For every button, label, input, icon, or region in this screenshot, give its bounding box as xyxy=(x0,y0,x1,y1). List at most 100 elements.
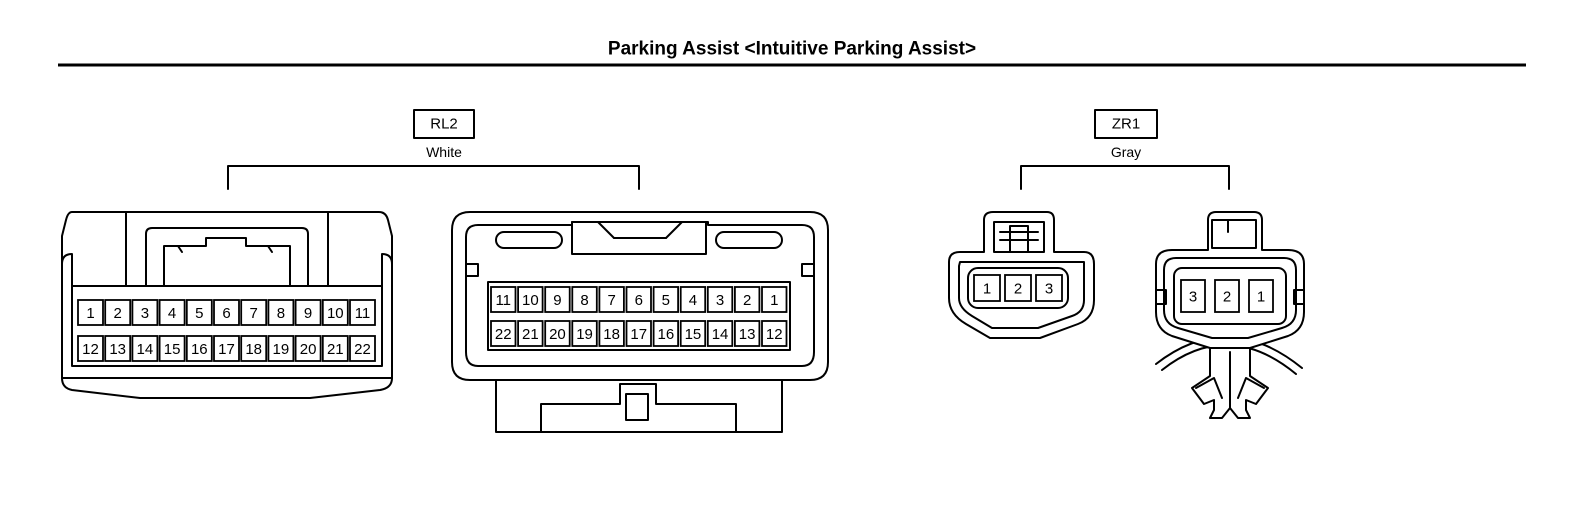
rl2-male-pin-cell xyxy=(571,286,598,313)
rl2-male-pin-cell xyxy=(734,320,761,347)
rl2-male-pin-cell xyxy=(490,320,517,347)
zr1-label-group: ZR1 Gray xyxy=(1020,109,1230,190)
rl2-female-pin-14: 14 xyxy=(131,335,159,362)
rl2-female-pin-5: 5 xyxy=(185,299,213,326)
rl2-male-pin-label: 5 xyxy=(662,292,670,309)
rl2-male-pin-17: 17 xyxy=(625,320,652,347)
rl2-female-pin-label: 9 xyxy=(304,305,312,322)
rl2-male-pin-18: 18 xyxy=(598,320,625,347)
rl2-male-pin-15: 15 xyxy=(679,320,707,347)
rl2-male-pin-label: 15 xyxy=(685,326,702,343)
rl2-female-pin-cell xyxy=(240,299,268,326)
rl2-male-pin-cell xyxy=(571,320,598,347)
rl2-female-pin-cell xyxy=(267,299,295,326)
rl2-male-pin-label: 9 xyxy=(553,292,561,309)
rl2-female-pin-label: 22 xyxy=(354,341,371,358)
rl2-female-pin-cell xyxy=(294,335,322,362)
zr1-female-pin-label: 2 xyxy=(1014,281,1022,298)
rl2-female-pin-cell xyxy=(213,335,240,362)
rl2-female-pin-cell xyxy=(349,299,376,326)
rl2-female-pin-cell xyxy=(294,299,322,326)
rl2-female-pin-cell xyxy=(158,299,186,326)
zr1-male-pin-3: 3 xyxy=(1180,279,1206,313)
rl2-female-pin-10: 10 xyxy=(321,299,349,326)
rl2-male-pin-cell xyxy=(706,320,734,347)
rl2-male-pin-cell xyxy=(652,286,679,313)
zr1-female-pin-label: 1 xyxy=(983,281,991,298)
rl2-female-pin-cell xyxy=(321,299,349,326)
page-title: Parking Assist <Intuitive Parking Assist… xyxy=(608,39,976,60)
rl2-female-pin-label: 6 xyxy=(222,305,230,322)
rl2-male-pin-label: 1 xyxy=(770,292,778,309)
rl2-female-pin-cell xyxy=(158,335,186,362)
rl2-female-pin-label: 2 xyxy=(114,305,122,322)
rl2-male-pin-11: 11 xyxy=(490,286,517,313)
rl2-male-pin-label: 14 xyxy=(712,326,729,343)
rl2-bracket xyxy=(227,165,640,190)
rl2-male-pin-cell xyxy=(679,320,707,347)
rl2-female-pin-cell xyxy=(131,299,159,326)
rl2-female-pin-3: 3 xyxy=(131,299,159,326)
rl2-male-pin-16: 16 xyxy=(652,320,679,347)
rl2-female-pin-7: 7 xyxy=(240,299,268,326)
rl2-male-pin-cell xyxy=(706,286,734,313)
zr1-female-pin-2: 2 xyxy=(1004,274,1032,302)
rl2-male-pin-label: 16 xyxy=(658,326,675,343)
zr1-bracket xyxy=(1020,165,1230,190)
rl2-male-pin-label: 6 xyxy=(635,292,643,309)
rl2-female-pin-cell xyxy=(349,335,376,362)
rl2-female-pin-4: 4 xyxy=(158,299,186,326)
rl2-male-pin-cell xyxy=(517,286,544,313)
rl2-female-pin-9: 9 xyxy=(294,299,322,326)
rl2-male-pin-label: 2 xyxy=(743,292,751,309)
rl2-male-pin-label: 10 xyxy=(522,292,539,309)
rl2-female-pin-cell xyxy=(213,299,240,326)
rl2-female-pin-18: 18 xyxy=(240,335,268,362)
zr1-male-pin-label: 2 xyxy=(1223,289,1231,306)
rl2-female-pin-label: 21 xyxy=(327,341,344,358)
rl2-female-pin-label: 16 xyxy=(191,341,208,358)
rl2-female-pin-label: 8 xyxy=(277,305,285,322)
rl2-female-pin-8: 8 xyxy=(267,299,295,326)
rl2-male-pin-label: 3 xyxy=(716,292,724,309)
rl2-code-box xyxy=(413,109,475,139)
rl2-female-pin-label: 12 xyxy=(82,341,99,358)
rl2-female-pin-17: 17 xyxy=(213,335,240,362)
rl2-female-pin-label: 13 xyxy=(109,341,126,358)
rl2-male-pin-1: 1 xyxy=(761,286,788,313)
rl2-male-pin-label: 7 xyxy=(607,292,615,309)
rl2-female-pin-cell xyxy=(267,335,295,362)
rl2-female-pin-label: 5 xyxy=(195,305,203,322)
rl2-female-pin-20: 20 xyxy=(294,335,322,362)
rl2-label-group: RL2 White xyxy=(227,109,640,190)
rl2-female-pin-6: 6 xyxy=(213,299,240,326)
rl2-female-pin-label: 3 xyxy=(141,305,149,322)
rl2-male-pin-4: 4 xyxy=(679,286,707,313)
zr1-color-label: Gray xyxy=(1111,144,1141,160)
rl2-male-pin-label: 22 xyxy=(495,326,512,343)
rl2-male-pin-12: 12 xyxy=(761,320,788,347)
rl2-female-pin-15: 15 xyxy=(158,335,186,362)
zr1-male-pin-cell xyxy=(1214,279,1240,313)
zr1-male-pin-cell xyxy=(1248,279,1274,313)
rl2-male-pin-label: 4 xyxy=(689,292,697,309)
rl2-male-pin-13: 13 xyxy=(734,320,761,347)
rl2-male-pin-cell xyxy=(544,320,571,347)
rl2-female-pin-label: 11 xyxy=(355,305,371,322)
rl2-female-pin-19: 19 xyxy=(267,335,295,362)
rl2-male-pin-label: 21 xyxy=(522,326,539,343)
zr1-male-pin-cell xyxy=(1180,279,1206,313)
rl2-male-pin-9: 9 xyxy=(544,286,571,313)
rl2-male-pin-5: 5 xyxy=(652,286,679,313)
rl2-female-pin-11: 11 xyxy=(349,299,376,326)
rl2-female-pin-label: 1 xyxy=(86,305,94,322)
rl2-female-pin-16: 16 xyxy=(185,335,213,362)
rl2-female-pin-label: 7 xyxy=(250,305,258,322)
rl2-male-pin-22: 22 xyxy=(490,320,517,347)
rl2-female-pin-cell xyxy=(185,299,213,326)
rl2-male-pin-cell xyxy=(734,286,761,313)
rl2-male-pin-label: 18 xyxy=(603,326,620,343)
